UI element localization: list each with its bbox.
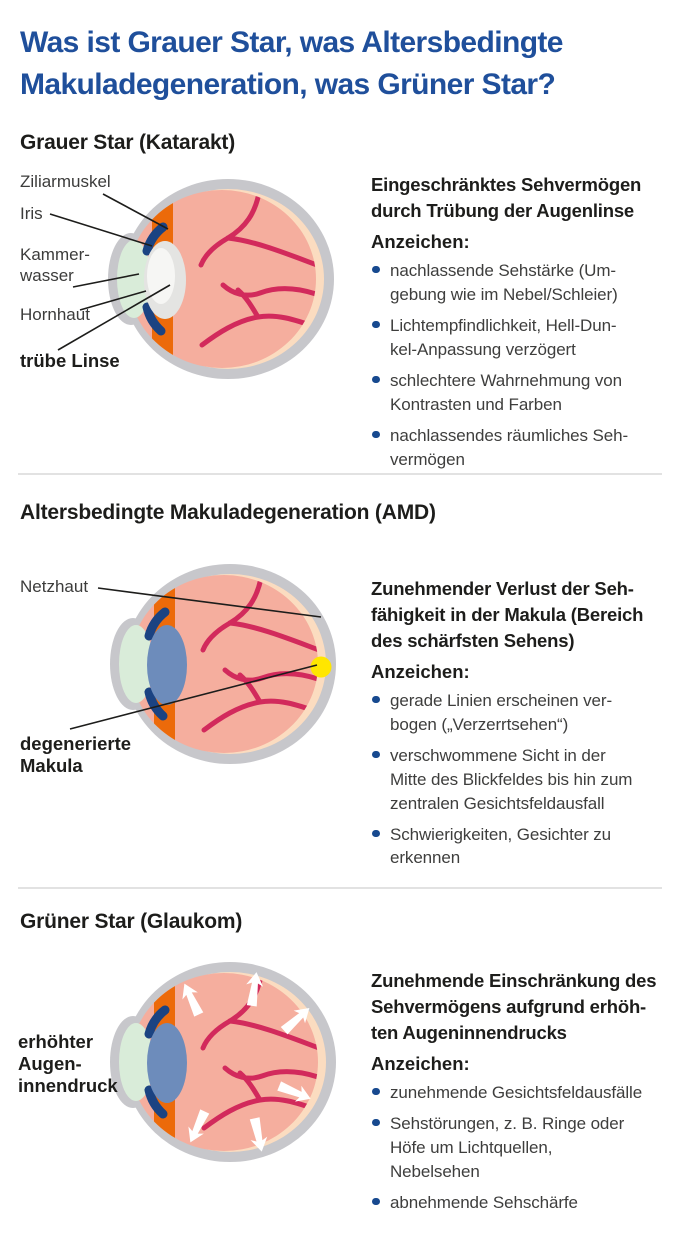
- amd-symptom-list: gerade Linien erscheinen ver- bogen („Ve…: [371, 689, 672, 871]
- amd-signs-heading: Anzeichen:: [371, 660, 470, 682]
- label-iris: Iris: [20, 204, 43, 223]
- bullet-dot: [372, 265, 380, 274]
- glaukom-text-column: Zunehmende Einschränkung des Sehvermögen…: [371, 968, 672, 1222]
- katarakt-symptom-list: nachlassende Sehstärke (Um- gebung wie i…: [371, 259, 672, 472]
- pressure-arrow: [277, 1081, 311, 1102]
- pressure-arrows: [182, 972, 311, 1152]
- symptom-text: Sehstörungen, z. B. Ringe oder Höfe um L…: [390, 1113, 625, 1181]
- page-title: Was ist Grauer Star, was Altersbedingte …: [20, 26, 564, 101]
- bullet-dot: [372, 695, 380, 704]
- eye-cross-section: [108, 179, 334, 379]
- bullet-dot: [372, 1118, 380, 1127]
- eye-cross-section: [110, 564, 336, 764]
- iris-upper: [144, 1005, 170, 1039]
- symptom-text: nachlassende Sehstärke (Um- gebung wie i…: [390, 260, 618, 304]
- symptom-item: schlechtere Wahrnehmung von Kontrasten u…: [371, 369, 672, 417]
- symptom-text: schlechtere Wahrnehmung von Kontrasten u…: [390, 370, 622, 414]
- pressure-arrow: [188, 1109, 210, 1143]
- glaukom-signs-heading: Anzeichen:: [371, 1052, 470, 1074]
- symptom-text: gerade Linien erscheinen ver- bogen („Ve…: [390, 690, 613, 734]
- pointer-lines: [69, 587, 322, 730]
- symptom-text: verschwommene Sicht in der Mitte des Bli…: [390, 745, 633, 813]
- pointer-lines: [49, 193, 171, 351]
- bullet-dot: [372, 829, 380, 838]
- vitreous-body: [130, 575, 318, 753]
- vitreous-body: [128, 190, 316, 368]
- pointer-line-makula: [69, 664, 318, 730]
- glaukom-symptom-list: zunehmende Gesichtsfeldausfälle Sehstöru…: [371, 1081, 672, 1215]
- label-netzhaut: Netzhaut: [20, 577, 89, 596]
- iris-lower: [142, 302, 166, 336]
- amd-eye-diagram: [69, 564, 336, 764]
- pressure-arrow: [249, 1117, 268, 1152]
- symptom-item: nachlassendes räumliches Seh- vermögen: [371, 424, 672, 472]
- symptom-item: zunehmende Gesichtsfeldausfälle: [371, 1081, 672, 1105]
- symptom-text: abnehmende Sehschärfe: [390, 1192, 578, 1212]
- pointer-line-iris: [49, 213, 153, 247]
- iris-upper: [142, 222, 168, 256]
- aqueous-chamber: [119, 1023, 153, 1101]
- symptom-item: verschwommene Sicht in der Mitte des Bli…: [371, 744, 672, 816]
- degenerated-macula-dot: [310, 656, 332, 678]
- symptom-text: Schwierigkeiten, Gesichter zu erkennen: [390, 824, 612, 868]
- section-header-glaukom: Grüner Star (Glaukom): [20, 910, 243, 933]
- lens: [147, 625, 187, 705]
- pressure-arrow: [246, 972, 264, 1007]
- lens: [147, 1023, 187, 1103]
- symptom-item: Sehstörungen, z. B. Ringe oder Höfe um L…: [371, 1112, 672, 1184]
- cataract-eye-diagram: [49, 179, 334, 379]
- cloudy-lens-highlight: [147, 248, 175, 304]
- blood-vessels: [200, 575, 318, 733]
- iris-upper: [144, 607, 170, 641]
- bullet-dot: [372, 750, 380, 759]
- amd-summary: Zunehmender Verlust der Seh- fähigkeit i…: [371, 578, 644, 651]
- blood-vessels: [198, 190, 316, 348]
- pointer-line-ziliarmuskel: [102, 193, 169, 230]
- label-degenerierte-makula: degenerierte Makula: [20, 733, 132, 776]
- pointer-line-kammerwasser: [72, 273, 140, 288]
- label-erhoehter-augeninnendruck: erhöhter Augen- innendruck: [18, 1031, 118, 1096]
- pressure-arrow: [280, 1007, 310, 1035]
- label-truebe-linse: trübe Linse: [20, 350, 120, 371]
- aqueous-chamber: [119, 625, 153, 703]
- katarakt-text-column: Eingeschränktes Sehvermögen durch Trübun…: [371, 172, 672, 479]
- pointer-line-truebe-linse: [57, 284, 171, 351]
- symptom-item: abnehmende Sehschärfe: [371, 1191, 672, 1215]
- symptom-item: nachlassende Sehstärke (Um- gebung wie i…: [371, 259, 672, 307]
- bullet-dot: [372, 430, 380, 439]
- symptom-item: gerade Linien erscheinen ver- bogen („Ve…: [371, 689, 672, 737]
- glaucoma-eye-diagram: [110, 962, 336, 1162]
- bullet-dot: [372, 1197, 380, 1206]
- section-header-katarakt: Grauer Star (Katarakt): [20, 131, 236, 154]
- symptom-item: Lichtempfindlichkeit, Hell-Dun- kel-Anpa…: [371, 314, 672, 362]
- iris-lower: [144, 687, 168, 721]
- label-ziliarmuskel: Ziliarmuskel: [20, 172, 111, 191]
- katarakt-signs-heading: Anzeichen:: [371, 230, 470, 252]
- bullet-dot: [372, 320, 380, 329]
- symptom-text: nachlassendes räumliches Seh- vermögen: [390, 425, 629, 469]
- pointer-line-hornhaut: [79, 290, 147, 311]
- pressure-arrow: [182, 983, 204, 1017]
- symptom-text: Lichtempfindlichkeit, Hell-Dun- kel-Anpa…: [390, 315, 617, 359]
- aqueous-chamber: [117, 240, 151, 318]
- symptom-text: zunehmende Gesichtsfeldausfälle: [390, 1082, 643, 1102]
- amd-text-column: Zunehmender Verlust der Seh- fähigkeit i…: [371, 576, 672, 877]
- pointer-line-netzhaut: [97, 587, 322, 618]
- label-kammerwasser: Kammer- wasser: [20, 245, 90, 286]
- vitreous-body: [130, 973, 318, 1151]
- bullet-dot: [372, 1087, 380, 1096]
- section-divider: [18, 887, 662, 889]
- eye-cross-section: [110, 962, 336, 1162]
- symptom-item: Schwierigkeiten, Gesichter zu erkennen: [371, 823, 672, 871]
- section-divider: [18, 473, 662, 475]
- katarakt-summary: Eingeschränktes Sehvermögen durch Trübun…: [371, 174, 642, 221]
- glaukom-summary: Zunehmende Einschränkung des Sehvermögen…: [371, 970, 657, 1043]
- section-header-amd: Altersbedingte Makuladegeneration (AMD): [20, 501, 436, 524]
- label-hornhaut: Hornhaut: [20, 305, 90, 324]
- iris-lower: [144, 1085, 168, 1119]
- bullet-dot: [372, 375, 380, 384]
